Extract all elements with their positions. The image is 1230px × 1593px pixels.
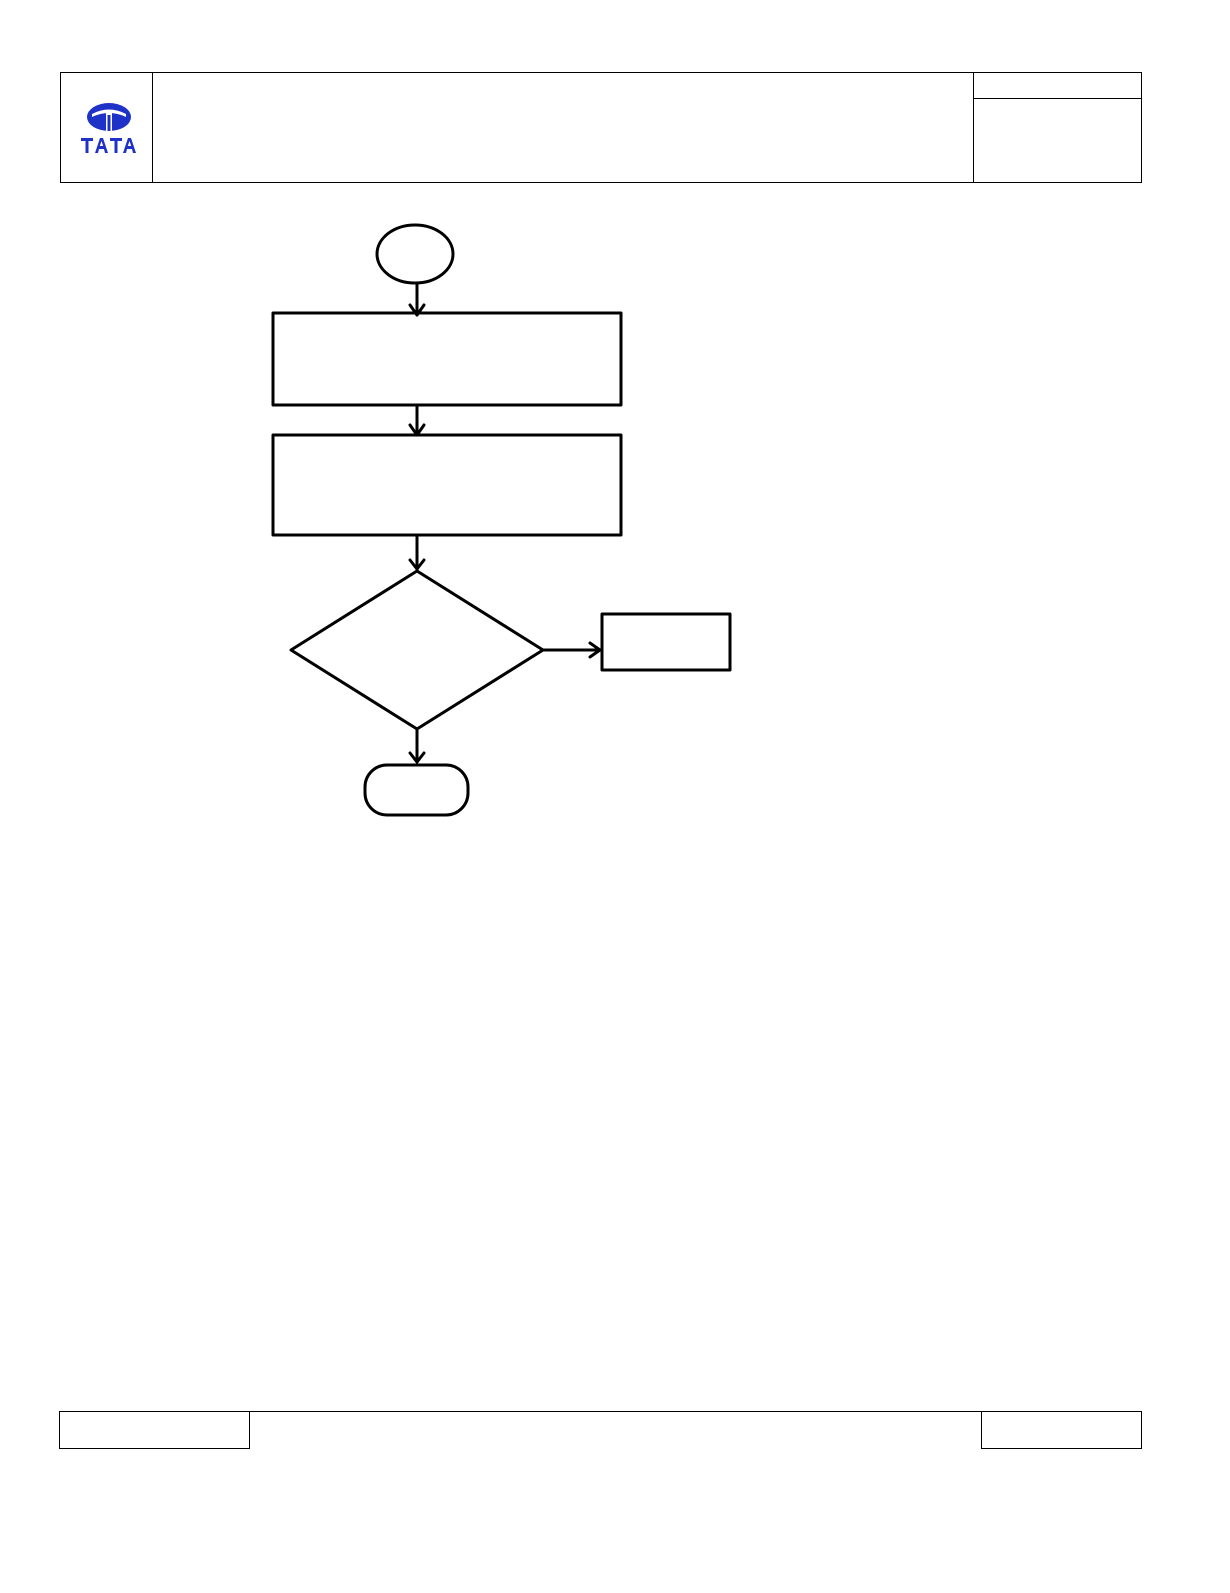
tata-logo xyxy=(81,103,136,153)
arrowhead-step2-to-decision xyxy=(408,558,426,571)
process-box-1 xyxy=(271,311,623,407)
footer-rule xyxy=(250,1411,981,1412)
side-process-box xyxy=(600,612,732,672)
flowchart xyxy=(271,223,732,817)
meta-top-cell xyxy=(974,73,1141,99)
process-box-2 xyxy=(271,433,623,537)
footer-left-cell xyxy=(59,1411,250,1449)
document-header xyxy=(60,72,1142,183)
arrowhead-start-to-step1 xyxy=(408,303,426,317)
arrowhead-decision-to-side xyxy=(588,641,602,659)
start-node xyxy=(375,223,455,285)
decision-node xyxy=(289,569,545,731)
document-meta-cell xyxy=(974,73,1141,182)
logo-cell xyxy=(61,73,153,182)
footer-right-cell xyxy=(981,1411,1142,1449)
end-node xyxy=(363,763,470,817)
document-title-cell xyxy=(153,73,974,182)
arrowhead-decision-to-end xyxy=(408,751,426,764)
